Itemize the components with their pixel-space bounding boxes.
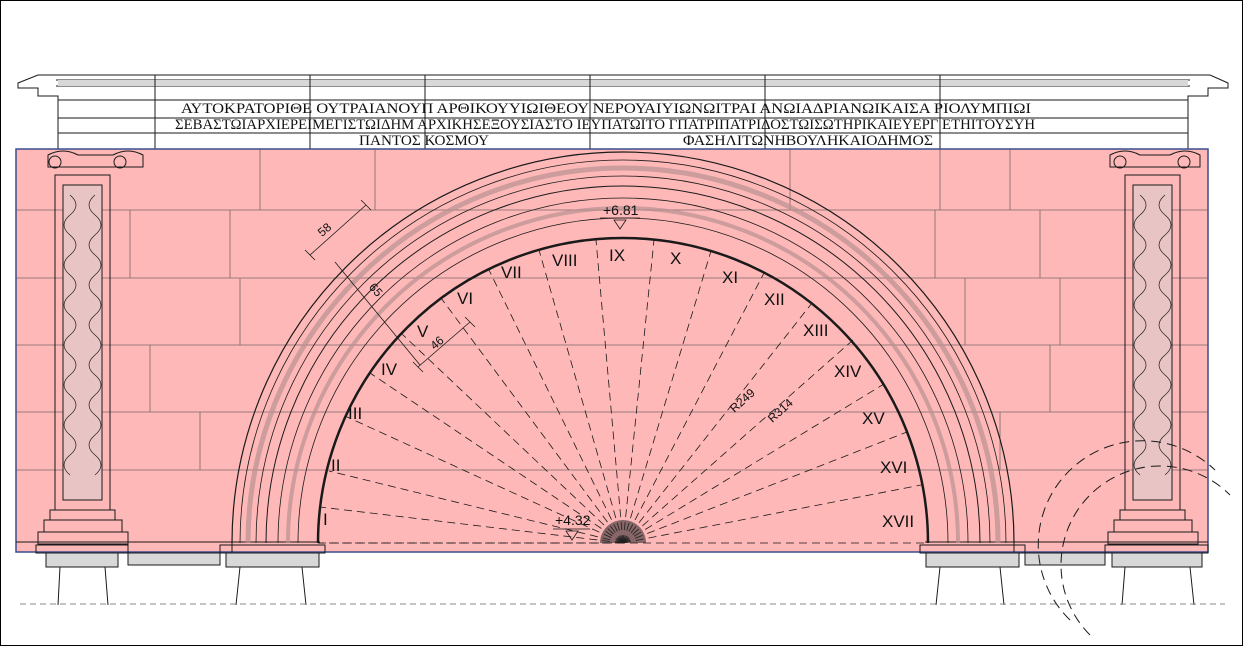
hour-numeral: XI <box>722 268 738 287</box>
inscription-line-3b: ΦΑΣΗΛΙΤΩΝΗΒΟΥΛΗΚΑΙΟΔΗΜΟΣ <box>683 133 933 149</box>
inscription-line-3a: ΠΑΝΤΟΣ ΚΟΣΜΟΥ <box>359 133 490 149</box>
hour-numeral: I <box>323 510 328 529</box>
hour-numeral: VII <box>501 263 522 282</box>
elevation-base-label: +4.32 <box>555 512 591 528</box>
masonry-courses <box>16 149 1208 471</box>
adjacent-arch-outline <box>1037 440 1231 636</box>
hour-numeral: XIV <box>834 362 862 381</box>
cornice <box>17 74 1229 150</box>
arch <box>231 151 1015 552</box>
hour-numeral: II <box>331 456 340 475</box>
hour-lines <box>318 239 928 544</box>
hour-numeral: XIII <box>803 321 829 340</box>
elevation-marker-icon <box>565 530 579 541</box>
elevation-top: +6.81 <box>600 202 640 230</box>
elevation-top-label: +6.81 <box>603 202 639 218</box>
hour-numeral: XV <box>862 409 885 428</box>
left-pilaster <box>37 150 144 545</box>
plinths <box>16 541 1225 606</box>
inscription-line-2: ΣΕΒΑΣΤΩΙΑΡΧΙΕΡΕΙΜΕΓΙΣΤΩΙΔΗΜ ΑΡΧΙΚΗΣΕΞΟΥΣ… <box>175 117 1036 133</box>
sun-rays-center <box>600 520 646 543</box>
right-pilaster <box>1107 150 1201 545</box>
hour-numeral: X <box>670 249 681 268</box>
hour-numeral: XVII <box>882 512 914 531</box>
inscription: ΑΥΤΟΚΡΑΤΟΡΙΘΕ ΟΥΤΡΑΙΑΝΟΥΠ ΑΡΘΙΚΟΥΥΙΩΙΘΕΟ… <box>175 101 1036 149</box>
hour-numeral: XII <box>764 290 785 309</box>
hour-numeral: VIII <box>552 251 578 270</box>
hour-numeral: IV <box>381 360 398 379</box>
hour-numeral: XVI <box>880 458 907 477</box>
hour-numeral: VI <box>457 289 473 308</box>
hour-numeral: V <box>417 322 429 341</box>
dimension-lines <box>304 199 476 373</box>
hour-numerals: I II III IV V VI VII VIII IX X XI XII XI… <box>323 246 914 531</box>
elevation-base: +4.32 <box>553 512 591 541</box>
inscription-line-1: ΑΥΤΟΚΡΑΤΟΡΙΘΕ ΟΥΤΡΑΙΑΝΟΥΠ ΑΡΘΙΚΟΥΥΙΩΙΘΕΟ… <box>181 101 1031 117</box>
elevation-marker-icon <box>613 219 627 230</box>
hour-numeral: III <box>348 404 362 423</box>
hour-numeral: IX <box>609 246 625 265</box>
